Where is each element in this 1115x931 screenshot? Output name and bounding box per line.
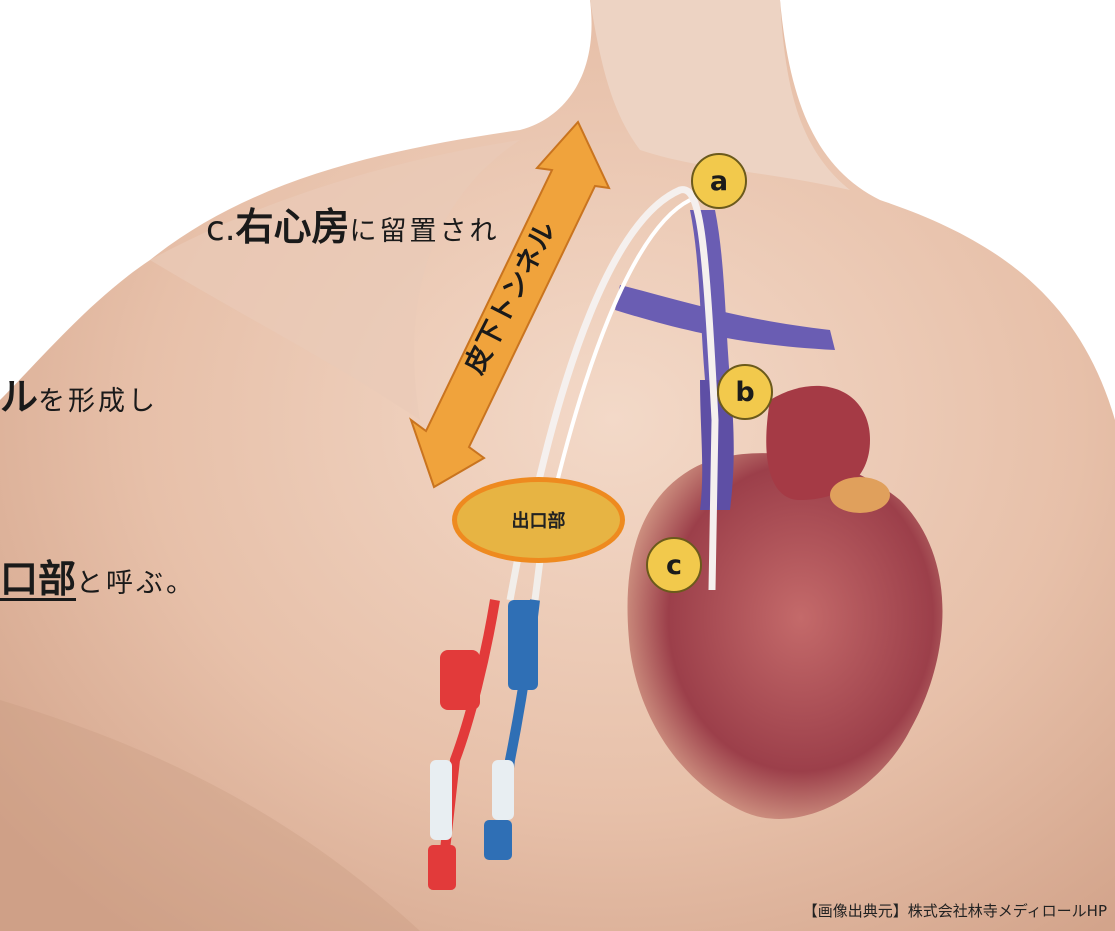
- blue-connector: [492, 760, 514, 820]
- label-badge-b: b: [717, 364, 773, 420]
- label-badge-c: c: [646, 537, 702, 593]
- emphasis-term: 右心房: [236, 205, 350, 249]
- description-line-1: c.右心房に留置され: [206, 196, 500, 251]
- description-text: と呼ぶ。: [76, 568, 196, 599]
- blue-cap: [484, 820, 512, 860]
- description-text: を形成し: [38, 386, 158, 417]
- red-clamp: [440, 650, 480, 710]
- emphasis-term: ル: [0, 375, 38, 419]
- blue-clamp: [508, 600, 538, 690]
- red-connector: [430, 760, 452, 840]
- emphasis-term: 口部: [0, 557, 76, 601]
- image-credit: 【画像出典元】株式会社林寺メディロールHP: [803, 900, 1107, 921]
- fat-tissue: [830, 477, 890, 513]
- description-line-2: ルを形成し: [0, 366, 158, 421]
- exit-site-label: 出口部: [452, 477, 625, 563]
- item-prefix: c.: [206, 209, 236, 249]
- description-text: に留置され: [350, 216, 500, 247]
- description-line-3: 口部と呼ぶ。: [0, 548, 196, 603]
- red-cap: [428, 845, 456, 890]
- label-badge-a: a: [691, 153, 747, 209]
